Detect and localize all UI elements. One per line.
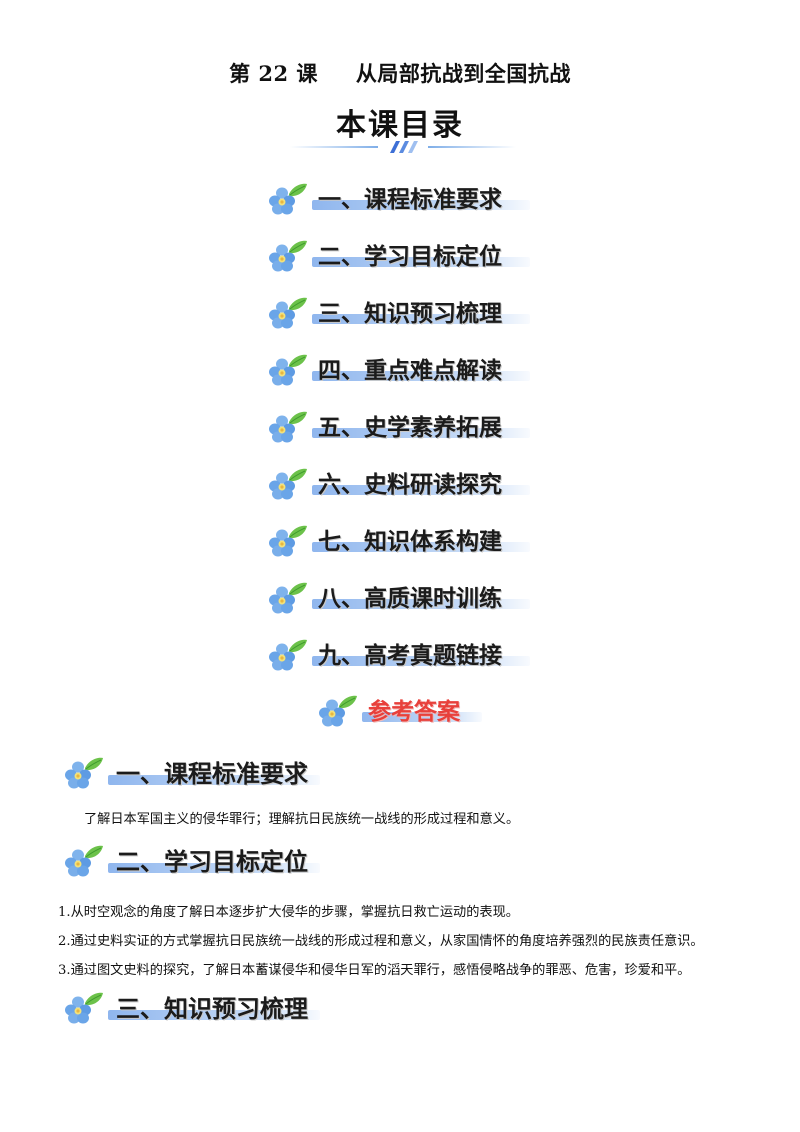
flower-leaf-icon xyxy=(268,354,308,386)
slash-divider-icon xyxy=(290,141,516,153)
flower-leaf-icon xyxy=(268,468,308,500)
label-highlight xyxy=(312,257,530,267)
toc-heading: 本课目录 xyxy=(336,108,464,143)
label-highlight xyxy=(312,200,530,210)
paragraph: 2.通过史料实证的方式掌握抗日民族统一战线的形成过程和意义，从家国情怀的角度培养… xyxy=(58,934,704,949)
toc-item-label: 三、知识预习梳理 xyxy=(318,301,502,327)
flower-leaf-icon xyxy=(64,992,104,1024)
flower-leaf-icon xyxy=(268,183,308,215)
section-heading-label: 三、知识预习梳理 xyxy=(116,995,308,1023)
paragraph: 1.从时空观念的角度了解日本逐步扩大侵华的步骤，掌握抗日救亡运动的表现。 xyxy=(58,905,519,920)
flower-leaf-icon xyxy=(268,297,308,329)
label-highlight xyxy=(312,428,530,438)
toc-item-label: 九、高考真题链接 xyxy=(318,643,502,669)
section-heading-label: 二、学习目标定位 xyxy=(116,848,308,876)
toc-item-label: 七、知识体系构建 xyxy=(318,529,502,555)
paragraph: 了解日本军国主义的侵华罪行；理解抗日民族统一战线的形成过程和意义。 xyxy=(84,812,520,827)
flower-leaf-icon xyxy=(268,240,308,272)
toc-item-label: 一、课程标准要求 xyxy=(318,187,502,213)
toc-item-label: 五、史学素养拓展 xyxy=(318,415,502,441)
flower-leaf-icon xyxy=(318,695,358,727)
lesson-title: 第 22 课 从局部抗战到全国抗战 xyxy=(0,58,800,88)
toc-item-label: 六、史料研读探究 xyxy=(318,472,502,498)
flower-leaf-icon xyxy=(268,582,308,614)
label-highlight xyxy=(312,656,530,666)
label-highlight xyxy=(108,863,320,873)
label-highlight xyxy=(312,314,530,324)
toc-item-label: 二、学习目标定位 xyxy=(318,244,502,270)
label-highlight xyxy=(108,1010,320,1020)
label-highlight xyxy=(312,599,530,609)
answers-label: 参考答案 xyxy=(368,699,460,725)
label-highlight xyxy=(312,542,530,552)
flower-leaf-icon xyxy=(64,757,104,789)
flower-leaf-icon xyxy=(268,525,308,557)
toc-item-label: 八、高质课时训练 xyxy=(318,586,502,612)
label-highlight xyxy=(108,775,320,785)
label-highlight xyxy=(312,485,530,495)
flower-leaf-icon xyxy=(64,845,104,877)
toc-item-label: 四、重点难点解读 xyxy=(318,358,502,384)
label-highlight xyxy=(362,712,482,722)
flower-leaf-icon xyxy=(268,639,308,671)
lesson-number: 第 22 课 xyxy=(229,61,318,86)
paragraph: 3.通过图文史料的探究，了解日本蓄谋侵华和侵华日军的滔天罪行，感悟侵略战争的罪恶… xyxy=(58,963,691,978)
lesson-name: 从局部抗战到全国抗战 xyxy=(355,61,571,86)
section-heading-label: 一、课程标准要求 xyxy=(116,760,308,788)
label-highlight xyxy=(312,371,530,381)
flower-leaf-icon xyxy=(268,411,308,443)
